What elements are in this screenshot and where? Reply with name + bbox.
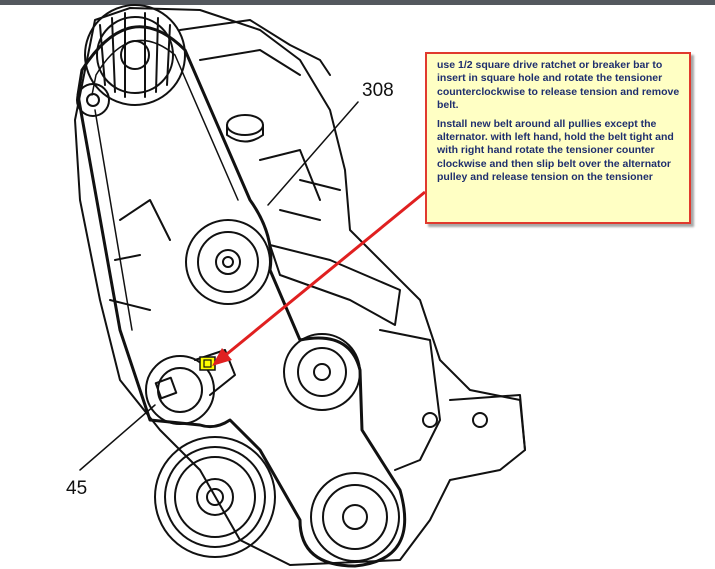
ac-compressor-pulley	[310, 472, 400, 562]
water-pump-pulley	[283, 333, 361, 411]
idler-pulley-top	[76, 83, 110, 117]
crankshaft-pulley	[154, 436, 276, 558]
leader-line-308	[267, 101, 359, 206]
tensioner-arm	[194, 349, 236, 396]
alternator-bracket	[179, 19, 331, 76]
callout-paragraph-1: use 1/2 square drive ratchet or breaker …	[437, 59, 680, 112]
bracket-strap	[269, 244, 401, 326]
window-top-bar	[0, 0, 715, 5]
part-number-308: 308	[362, 80, 394, 101]
serpentine-belt	[76, 25, 407, 568]
callout-paragraph-2: Install new belt around all pullies exce…	[437, 117, 674, 184]
tensioner-square-hole-highlight	[199, 356, 216, 371]
alternator-inner	[96, 16, 174, 94]
leader-line-45	[79, 404, 156, 471]
instruction-callout: use 1/2 square drive ratchet or breaker …	[425, 52, 691, 224]
alternator-body	[84, 4, 186, 106]
red-pointer-arrow	[221, 190, 426, 360]
alternator-fins	[99, 12, 171, 98]
part-number-45: 45	[66, 478, 88, 499]
red-arrowhead	[212, 348, 232, 366]
oil-filler-cap	[226, 114, 264, 136]
ac-compressor-body	[379, 329, 441, 471]
